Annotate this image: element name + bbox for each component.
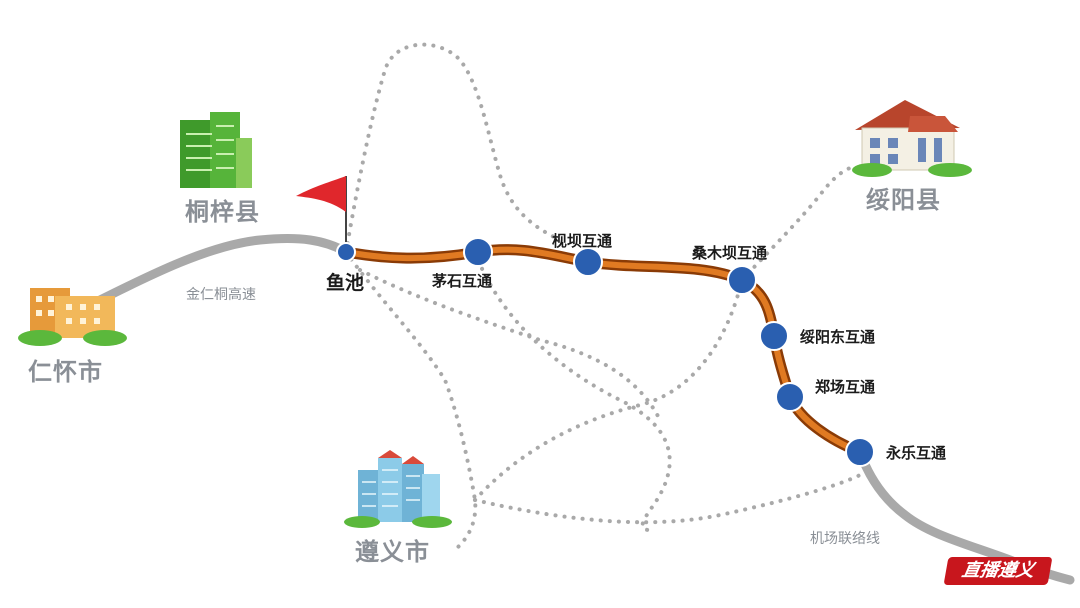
dotted-road-cross bbox=[473, 278, 744, 502]
station-icon bbox=[759, 321, 789, 351]
building-icon-renhuai bbox=[18, 288, 127, 346]
station-icon bbox=[775, 382, 805, 412]
city-label-renhuai: 仁怀市 bbox=[28, 358, 103, 386]
road-label-jinren: 金仁桐高速 bbox=[186, 287, 256, 303]
city-label-tongzi: 桐梓县 bbox=[185, 198, 260, 226]
building-icon-suiyang bbox=[852, 100, 972, 177]
station-label: 茅石互通 bbox=[432, 272, 493, 290]
building-icon-zunyi bbox=[344, 450, 452, 528]
station-label: 永乐互通 bbox=[886, 444, 947, 462]
station-icon bbox=[727, 265, 757, 295]
route-line-inner bbox=[343, 246, 863, 455]
city-label-suiyang: 绥阳县 bbox=[866, 186, 941, 214]
highway-jinren bbox=[95, 234, 351, 305]
city-label-zunyi: 遵义市 bbox=[355, 538, 430, 566]
building-icon-tongzi bbox=[180, 112, 252, 188]
station-icon-start bbox=[336, 242, 356, 262]
dotted-road-loop bbox=[344, 42, 562, 254]
dotted-roads bbox=[344, 42, 862, 552]
dotted-road-south bbox=[473, 473, 862, 525]
station-label: 绥阳东互通 bbox=[800, 328, 876, 346]
stations bbox=[463, 237, 875, 467]
station-icon bbox=[463, 237, 493, 267]
dotted-road-west bbox=[344, 250, 478, 552]
flag-icon bbox=[296, 176, 347, 250]
station-label: 桑木坝互通 bbox=[692, 244, 768, 262]
watermark-logo: 直播遵义 bbox=[943, 557, 1053, 585]
dotted-road-north bbox=[740, 166, 852, 282]
route-line bbox=[340, 244, 866, 458]
station-label: 枧坝互通 bbox=[552, 232, 613, 250]
start-point-label: 鱼池 bbox=[326, 272, 365, 294]
station-icon bbox=[845, 437, 875, 467]
road-label-airport: 机场联络线 bbox=[810, 531, 880, 547]
dotted-road-mid bbox=[358, 268, 662, 422]
dotted-road-center bbox=[473, 250, 672, 532]
station-icon bbox=[573, 247, 603, 277]
station-label: 郑场互通 bbox=[815, 378, 876, 396]
